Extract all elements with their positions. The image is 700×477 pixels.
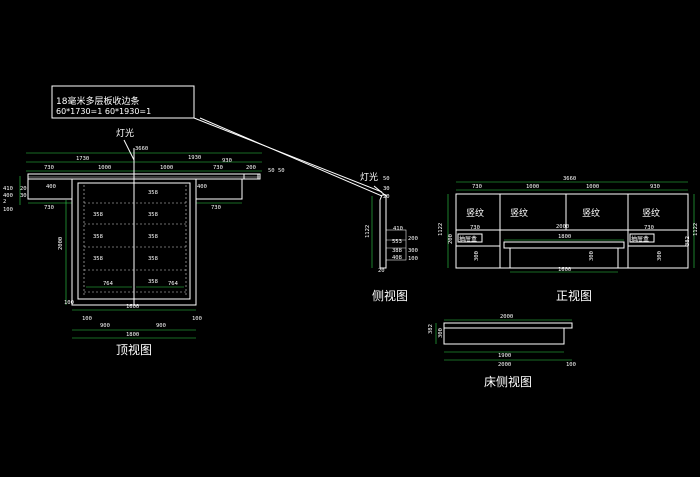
bed-side-view-title: 床侧视图 [484,374,532,389]
top-dim-100c: 100 [3,207,13,213]
top-view: 3660 1730 1930 730 1000 1000 930 730 200… [3,127,285,357]
front-dim-200: 200 [448,234,454,244]
side-dim-410: 410 [393,226,403,232]
front-dim-1800: 1800 [558,234,571,240]
front-dim-1600: 1600 [558,267,571,273]
bed-dim-1900: 1900 [498,353,511,359]
grain-1: 竖纹 [466,207,484,219]
side-dim-388: 388 [392,248,402,254]
top-dim-358-2: 358 [148,212,158,218]
front-dim-730a: 730 [472,184,482,190]
top-dim-730b: 730 [213,165,223,171]
front-dim-300a: 300 [474,251,480,261]
drawer-right: 抽屉盒 [631,235,649,243]
grain-4: 竖纹 [642,207,660,219]
top-dim-358-8: 358 [93,256,103,262]
front-dim-730c: 730 [644,225,654,231]
top-dim-30: 30 [20,193,27,199]
top-dim-730d: 730 [211,205,221,211]
top-dim-900b: 900 [156,323,166,329]
top-dim-1000a: 1000 [98,165,111,171]
bed-dim-2000: 2000 [498,362,511,368]
note-line2: 60*1730=1 60*1930=1 [56,107,151,116]
bed-side-view: 2000 382 300 1900 2000 100 床侧视图 [428,314,576,389]
light-label-side: 灯光 [360,171,378,183]
side-dim-20b: 20 [378,268,385,274]
top-dim-100d: 100 [192,316,202,322]
bed-dim-382: 382 [428,324,434,334]
top-dim-400b: 400 [197,184,207,190]
top-dim-730c: 730 [44,205,54,211]
top-dim-358-1: 358 [148,190,158,196]
top-dim-20: 20 [20,186,27,192]
top-dim-100a: 100 [64,300,74,306]
front-dim-1000b: 1000 [586,184,599,190]
side-dim-553: 553 [392,239,402,245]
drawer-left: 抽屉盒 [459,235,477,243]
side-view-title: 侧视图 [372,288,408,303]
top-dim-1600: 1600 [126,304,139,310]
grain-3: 竖纹 [582,207,600,219]
top-dim-400a: 400 [46,184,56,190]
side-dim-100: 100 [408,256,418,262]
front-dim-2000: 2000 [556,224,569,230]
top-dim-930: 930 [222,158,232,164]
top-dim-764a: 764 [103,281,114,287]
side-dim-30: 30 [383,186,390,192]
front-dim-730b: 730 [470,225,480,231]
top-dim-410: 410 [3,186,13,192]
bed-dim-300: 300 [438,328,444,338]
top-view-title: 顶视图 [116,342,152,357]
front-view: 3660 730 1000 1000 930 抽屉盒 抽屉盒 730 730 2… [438,176,699,303]
light-label-top: 灯光 [116,127,134,139]
bed-dim-100: 100 [566,362,576,368]
top-dim-1930: 1930 [188,155,201,161]
top-dim-1000b: 1000 [160,165,173,171]
top-dim-1800: 1800 [126,332,139,338]
top-dim-50: 50 [268,168,275,174]
top-dim-2: 2 [3,199,6,205]
front-dim-1000a: 1000 [526,184,539,190]
top-dim-730a: 730 [44,165,54,171]
top-dim-50b: 50 [278,168,285,174]
top-dim-358-3: 358 [148,234,158,240]
front-dim-300c: 300 [657,251,663,261]
note-title: 18毫米多层板收边条 [56,95,139,107]
top-dim-358-6: 358 [93,212,103,218]
front-dim-930: 930 [650,184,660,190]
side-dim-200: 200 [408,236,418,242]
side-dim-1122: 1122 [365,225,371,238]
front-dim-1122b: 1122 [693,223,699,236]
side-dim-50: 50 [383,176,390,182]
top-dim-358-4: 358 [148,256,158,262]
side-view: 灯光 50 30 20 1122 410 553 388 408 200 300… [360,171,418,303]
side-dim-408: 408 [392,255,402,261]
front-dim-382: 382 [685,236,691,246]
side-dim-300: 300 [408,248,418,254]
top-dim-100b: 100 [82,316,92,322]
top-dim-2000: 2000 [58,237,64,250]
front-view-title: 正视图 [556,288,592,303]
top-dim-900a: 900 [100,323,110,329]
front-dim-overall: 3660 [563,176,576,182]
top-dim-400c: 400 [3,193,13,199]
note-box: 18毫米多层板收边条 60*1730=1 60*1930=1 [51,85,383,197]
front-dim-1122a: 1122 [438,223,444,236]
top-dim-764b: 764 [168,281,179,287]
grain-2: 竖纹 [510,207,528,219]
bed-dim-top: 2000 [500,314,513,320]
top-dim-358-7: 358 [93,234,103,240]
top-dim-200: 200 [246,165,256,171]
top-dim-overall: 3660 [135,146,148,152]
top-dim-358-5: 358 [148,279,158,285]
front-dim-300b: 300 [589,251,595,261]
top-dim-1730: 1730 [76,156,89,162]
